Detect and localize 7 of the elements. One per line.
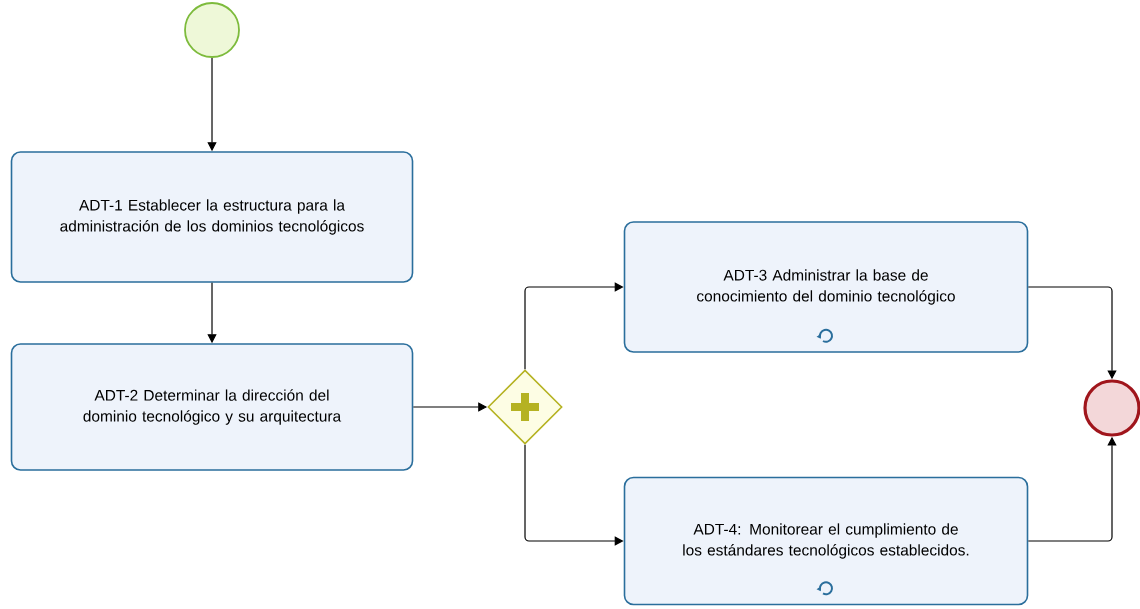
parallel-gateway-diamond: [487, 369, 563, 445]
end-event-circle: [1083, 379, 1140, 437]
task-box: ADT-1 Establecer la estructura para la administración de los dominios tecnológicos: [10, 151, 414, 283]
task-box: ADT-2 Determinar la dirección del dominio tecnológico y su arquitectura: [10, 343, 414, 471]
start-event-circle: [184, 2, 240, 58]
task-box: ADT-4: Monitorear el cumplimiento de los estándares tecnológicos establecidos.: [623, 476, 1029, 606]
task-box: ADT-3 Administrar la base de conocimiento del dominio tecnológico: [623, 221, 1029, 353]
